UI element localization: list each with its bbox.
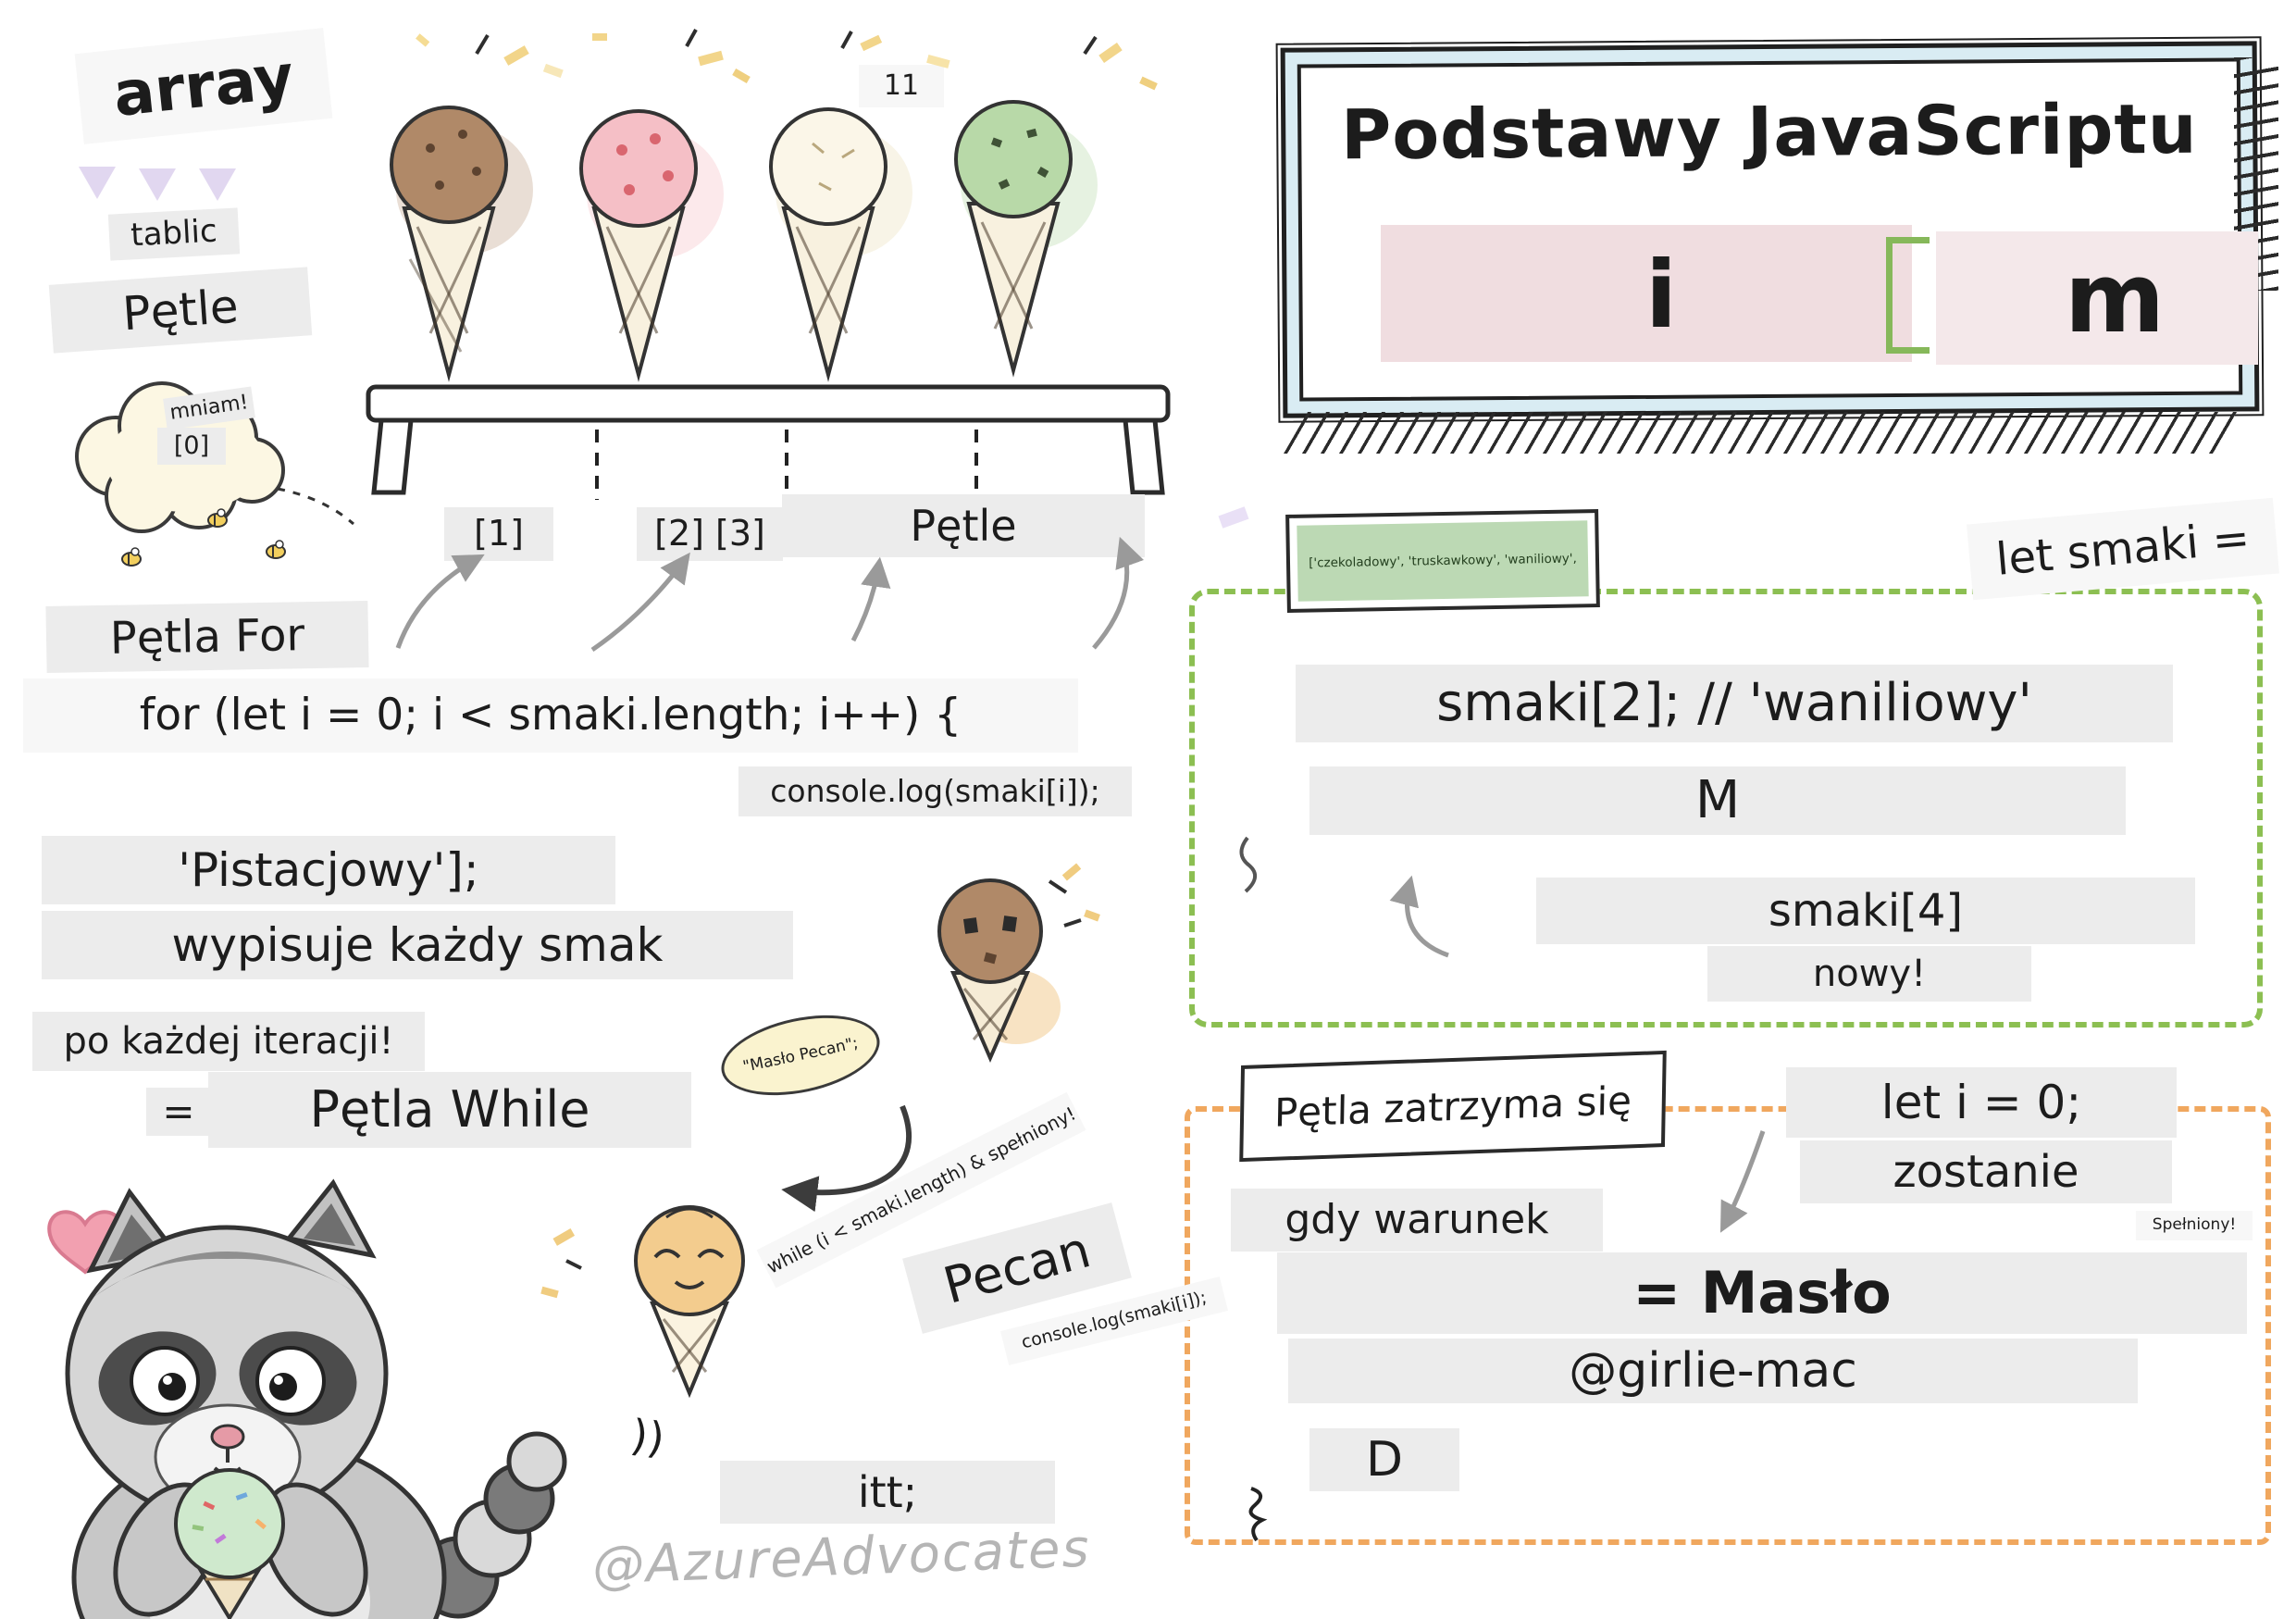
- d-label: D: [1309, 1428, 1459, 1491]
- count-11-label: 11: [859, 65, 944, 107]
- index-dashes: [595, 430, 978, 500]
- m-code-line: M: [1309, 766, 2126, 835]
- petle-label-1: Pętle: [48, 267, 313, 354]
- smaki2-code: smaki[2]; // 'waniliowy': [1296, 665, 2173, 742]
- raccoon-tail: [416, 1431, 567, 1619]
- orange-dashed-box: [1185, 1106, 2271, 1545]
- panel-shadow-hatch-bottom: [1284, 412, 2244, 454]
- array-literal-box: ['czekoladowy', 'truskawkowy', 'waniliow…: [1285, 509, 1600, 613]
- maslo-label: = Masło: [1277, 1252, 2247, 1334]
- index-2-3-label: [2] [3]: [637, 507, 783, 561]
- maslo-pecan-bubble: "Masło Pecan";: [714, 1002, 887, 1109]
- petla-zatrzyma-text: Pętla zatrzyma się: [1273, 1077, 1632, 1136]
- arrow-to-petle-icon: [850, 556, 891, 642]
- raccoon-illustration: [47, 1178, 567, 1619]
- smaki4-code: smaki[4]: [1536, 878, 2195, 944]
- let-smaki-label: let smaki =: [1967, 497, 2279, 601]
- raccoon-nose: [210, 1424, 245, 1450]
- spelniony-label: Spełniony!: [2136, 1211, 2253, 1240]
- equals-mark: =: [146, 1088, 211, 1136]
- pistacjowy-code: 'Pistacjowy'];: [42, 836, 615, 904]
- icecream-shelf-illustration: [366, 100, 1171, 500]
- arrow-while-icon: [781, 1104, 912, 1213]
- arrow-right-up-icon: [1092, 536, 1145, 650]
- gdy-warunek-label: gdy warunek: [1231, 1189, 1603, 1252]
- watermark: @AzureAdvocates: [591, 1518, 1092, 1597]
- wypisuje-label: wypisuje każdy smak: [42, 911, 793, 979]
- petla-while-label: Pętla While: [208, 1072, 691, 1148]
- title-pink-strip: [1381, 225, 1912, 362]
- arrow-to-index1-icon: [395, 554, 485, 649]
- maslo-pecan-text: "Masło Pecan";: [741, 1034, 860, 1077]
- parens-mark: )): [627, 1409, 668, 1464]
- array-label: array: [74, 28, 333, 144]
- title-letter-i: i: [1644, 241, 1678, 349]
- console-log-code: console.log(smaki[i]);: [738, 766, 1132, 816]
- icecream-strawberry: [579, 109, 698, 382]
- petla-for-label: Pętla For: [45, 600, 369, 674]
- let-i-label: let i = 0;: [1786, 1067, 2177, 1138]
- green-bracket-fragment: [1886, 237, 1930, 354]
- shelf: [366, 384, 1171, 495]
- index-1-label: [1]: [444, 507, 553, 561]
- index-0-label: [0]: [157, 428, 226, 465]
- array-literal-text: ['czekoladowy', 'truskawkowy', 'waniliow…: [1297, 520, 1589, 602]
- po-kazdej-label: po każdej iteracji!: [32, 1012, 425, 1071]
- icecream-chocolate: [390, 106, 508, 382]
- icecream-vanilla: [769, 107, 887, 382]
- icecream-doodle-winking: [634, 1205, 745, 1399]
- petla-zatrzyma-box: Pętla zatrzyma się: [1239, 1050, 1667, 1163]
- petle-label-2: Pętle: [782, 494, 1145, 557]
- icecream-doodle-chocolate: [937, 878, 1061, 1064]
- itt-label: itt;: [720, 1461, 1055, 1524]
- girlie-mac-credit: @girlie-mac: [1288, 1339, 2138, 1403]
- for-code-line: for (let i = 0; i < smaki.length; i++) {: [23, 679, 1078, 753]
- zostanie-label: zostanie: [1800, 1140, 2172, 1203]
- tablic-label: tablic: [107, 207, 241, 261]
- green-dashed-box: [1189, 589, 2263, 1027]
- title-letter-m: m: [2064, 242, 2166, 355]
- held-icecream: [174, 1468, 285, 1619]
- nowy-label: nowy!: [1707, 946, 2031, 1002]
- page-title: Podstawy JavaScriptu: [1340, 89, 2198, 176]
- arrow-to-index23-icon: [590, 552, 690, 653]
- title-m-strip: [1936, 231, 2258, 365]
- icecream-pistachio: [954, 100, 1073, 378]
